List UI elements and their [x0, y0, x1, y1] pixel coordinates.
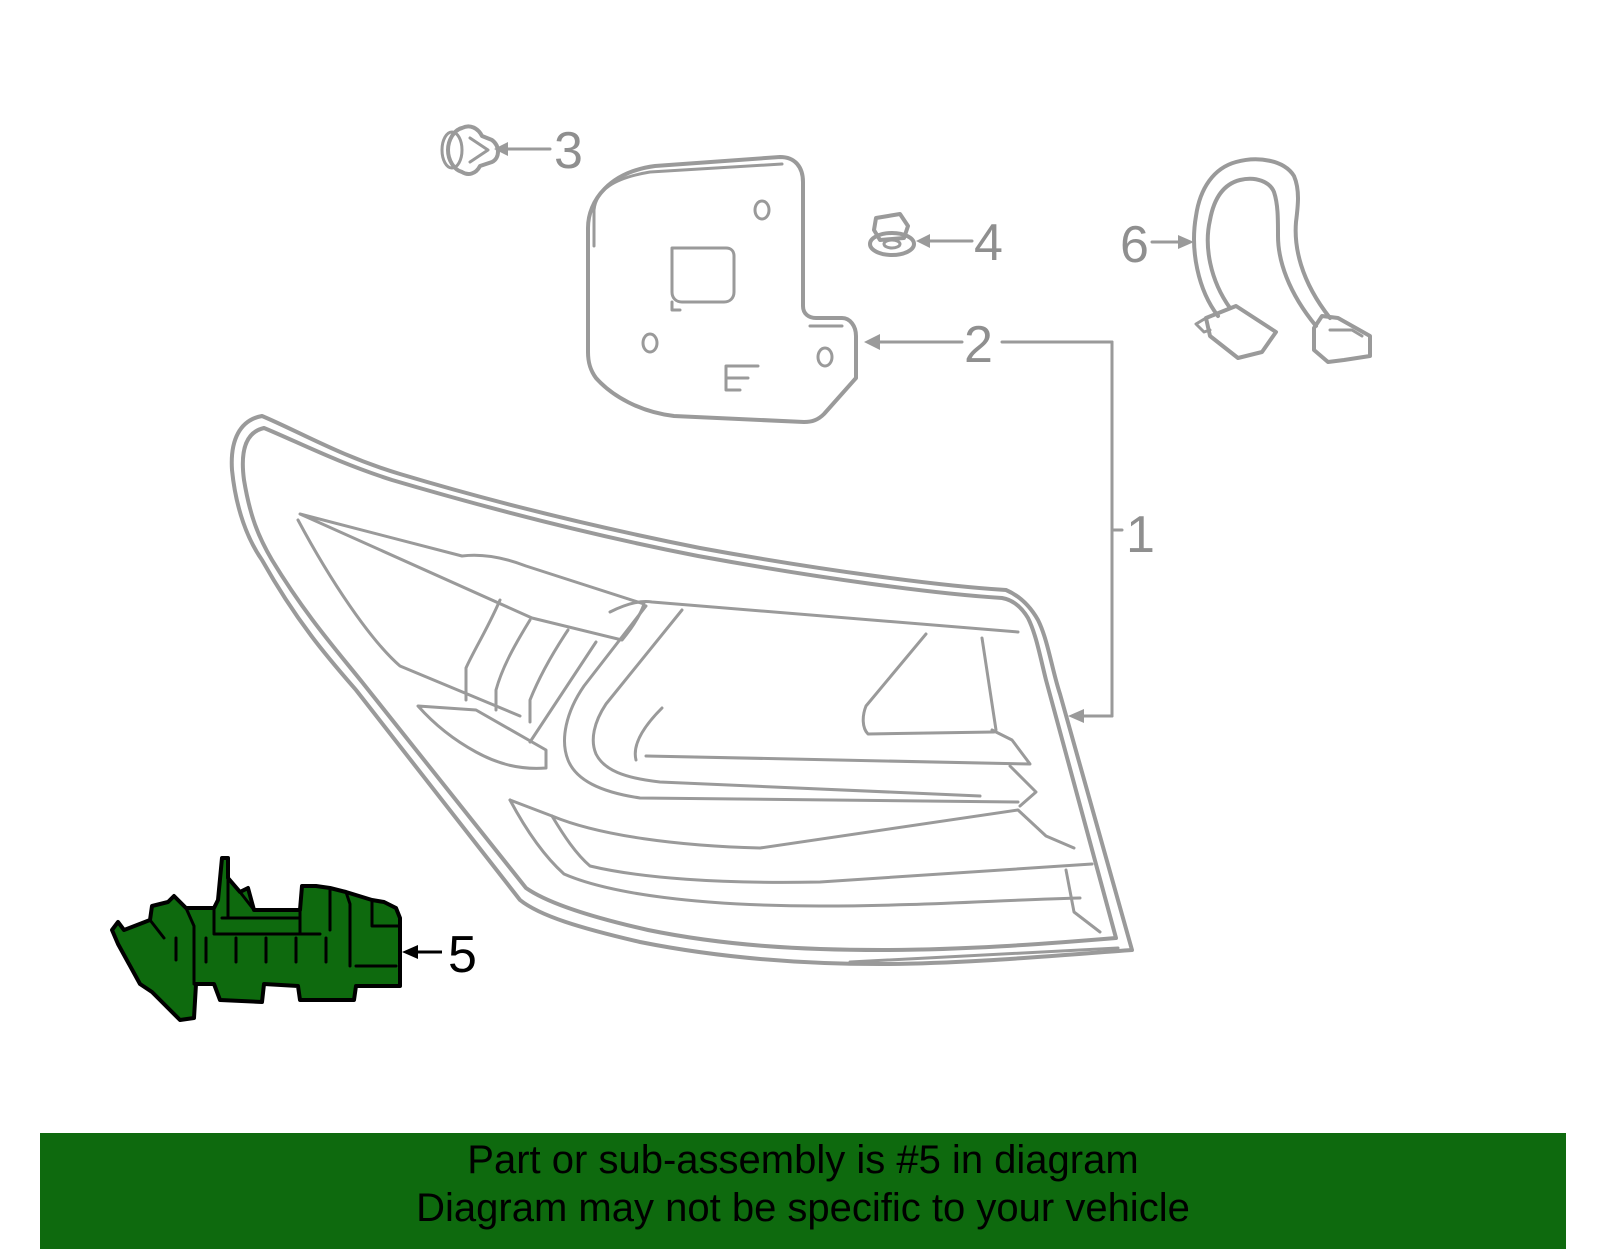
- callout-2: 2: [864, 316, 1114, 374]
- callout-3-label: 3: [554, 122, 583, 180]
- part-1-tail-lamp[interactable]: [229, 414, 1134, 966]
- callout-5-arrowhead: [402, 945, 418, 959]
- callout-4-arrowhead: [916, 234, 930, 248]
- part-3-clip[interactable]: [440, 124, 500, 176]
- callout-2-label: 2: [964, 316, 993, 374]
- callout-1-arrowhead: [1068, 709, 1084, 723]
- callout-1: 1: [1068, 340, 1155, 723]
- callout-5-label: 5: [448, 926, 477, 984]
- callout-3-arrowhead: [494, 142, 508, 156]
- callout-4: 4: [916, 214, 1003, 272]
- callout-6-arrowhead: [1178, 235, 1194, 249]
- part-4-nut[interactable]: [868, 212, 916, 257]
- part-2-gasket[interactable]: [586, 155, 858, 424]
- part-5-body: [110, 856, 402, 1022]
- part-5-details: [148, 876, 402, 986]
- callout-2-arrowhead: [864, 334, 880, 350]
- callout-6: 6: [1120, 216, 1194, 274]
- info-banner: Part or sub-assembly is #5 in diagram Di…: [40, 1133, 1566, 1249]
- part-5-bracket[interactable]: [110, 856, 402, 1022]
- callout-3: 3: [494, 122, 583, 180]
- callout-4-label: 4: [974, 214, 1003, 272]
- part-6-wire-harness[interactable]: [1192, 157, 1372, 364]
- callout-6-label: 6: [1120, 216, 1149, 274]
- banner-line-1: Part or sub-assembly is #5 in diagram: [467, 1138, 1139, 1182]
- callout-1-label: 1: [1126, 506, 1155, 564]
- callout-5: 5: [402, 926, 477, 984]
- banner-line-2: Diagram may not be specific to your vehi…: [416, 1186, 1190, 1230]
